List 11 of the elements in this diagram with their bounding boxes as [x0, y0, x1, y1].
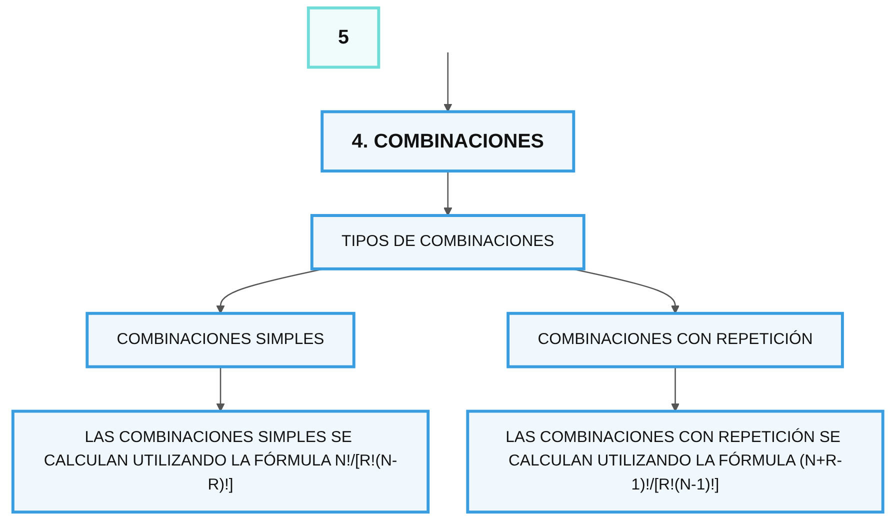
arrow	[216, 366, 225, 412]
node-box: 5	[307, 6, 380, 69]
node-box: LAS COMBINACIONES CON REPETICIÓN SE CALCULAN UTILIZANDO LA FÓRMULA (N+R-1)!/[R!(N-1)!]	[466, 410, 884, 514]
node-box: COMBINACIONES SIMPLES	[86, 312, 356, 368]
node-box: COMBINACIONES CON REPETICIÓN	[506, 312, 844, 368]
node-box: 4. COMBINACIONES	[320, 110, 576, 172]
arrow	[444, 52, 452, 112]
arrow	[671, 366, 680, 412]
node-box: TIPOS DE COMBINACIONES	[310, 214, 586, 270]
arrow	[444, 171, 452, 216]
node-box: LAS COMBINACIONES SIMPLES SE CALCULAN UTILIZANDO LA FÓRMULA N!/[R!(N-R)!]	[12, 410, 430, 514]
